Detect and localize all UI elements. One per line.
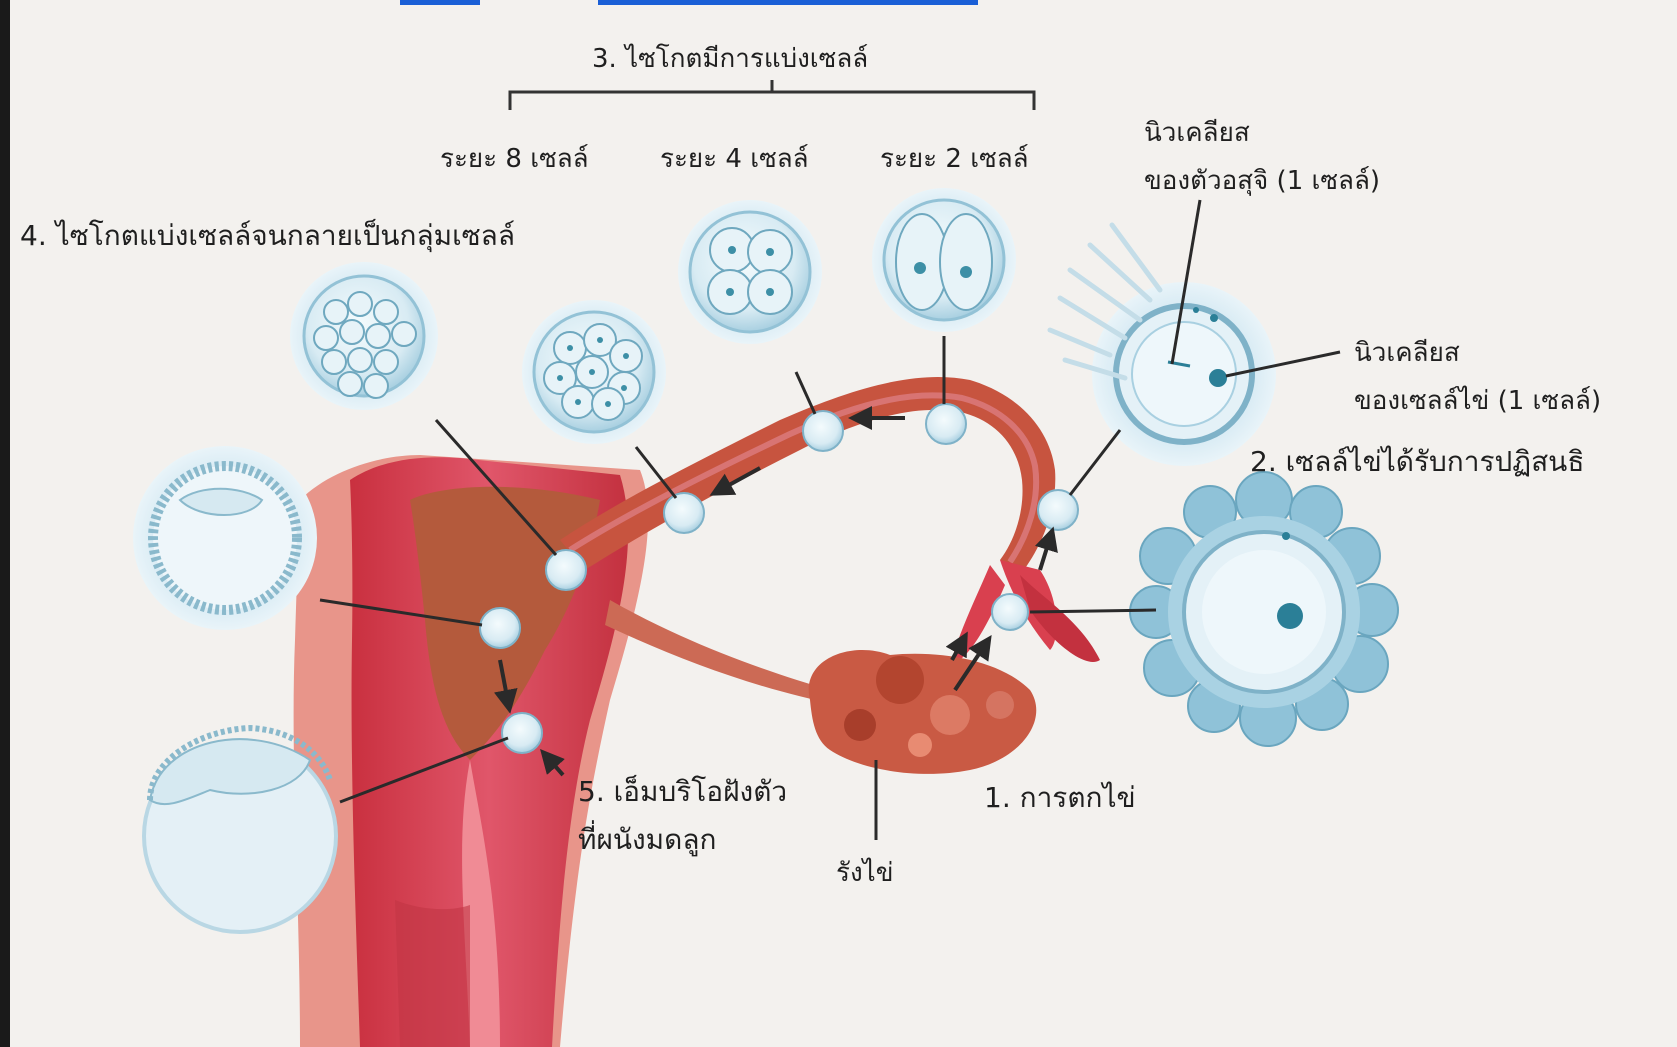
egg-nucleus-label-line2: ของเซลล์ไข่ (1 เซลล์) bbox=[1354, 380, 1601, 421]
step5-label-line1: 5. เอ็มบริโอฝังตัว bbox=[578, 770, 787, 814]
step5-label-line2: ที่ผนังมดลูก bbox=[578, 818, 716, 862]
ovulated-egg bbox=[1130, 472, 1398, 746]
egg-nucleus-label-line1: นิวเคลียส bbox=[1354, 332, 1460, 373]
step3-bracket bbox=[510, 80, 1034, 110]
ovary-label: รังไข่ bbox=[836, 852, 894, 893]
stage-8-label: ระยะ 8 เซลล์ bbox=[440, 138, 589, 179]
blastocyst-cell bbox=[133, 446, 317, 630]
cell-2-stage bbox=[872, 188, 1016, 332]
top-link-underline bbox=[400, 0, 978, 5]
implanting-blastocyst bbox=[144, 728, 336, 932]
step4-label: 4. ไซโกตแบ่งเซลล์จนกลายเป็นกลุ่มเซลล์ bbox=[20, 214, 515, 258]
cell-8-stage bbox=[522, 300, 666, 444]
cell-4-stage bbox=[678, 200, 822, 344]
ovary bbox=[809, 650, 1037, 774]
step2-label: 2. เซลล์ไข่ได้รับการปฏิสนธิ bbox=[1250, 440, 1584, 484]
fertilized-egg bbox=[1050, 225, 1276, 466]
step1-label: 1. การตกไข่ bbox=[984, 776, 1136, 820]
step3-label: 3. ไซโกตมีการแบ่งเซลล์ bbox=[592, 38, 868, 79]
sperm-nucleus-label-line1: นิวเคลียส bbox=[1144, 112, 1250, 153]
sperm-nucleus-label-line2: ของตัวอสุจิ (1 เซลล์) bbox=[1144, 160, 1380, 201]
stage-2-label: ระยะ 2 เซลล์ bbox=[880, 138, 1029, 179]
stage-4-label: ระยะ 4 เซลล์ bbox=[660, 138, 809, 179]
morula-cell bbox=[290, 262, 438, 410]
